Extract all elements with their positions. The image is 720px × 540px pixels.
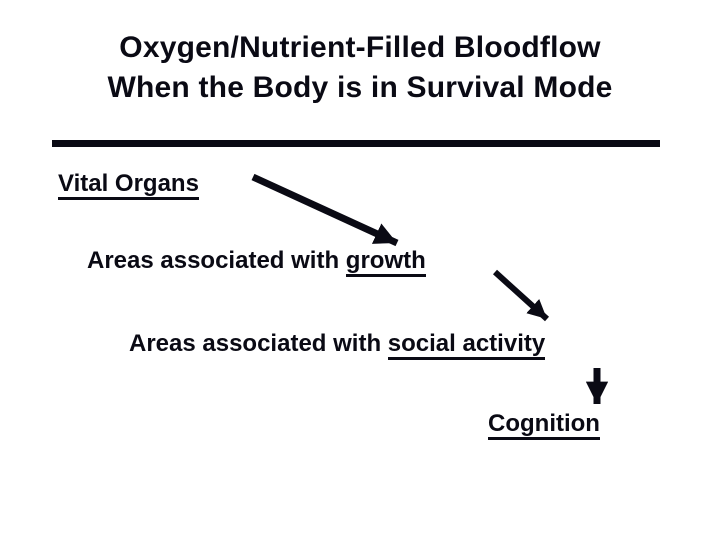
flow-item-underlined-text: social activity (387, 330, 546, 360)
flow-item-underlined-text: Cognition (488, 410, 600, 440)
title-line-1: Oxygen/Nutrient-Filled Bloodflow (119, 31, 601, 64)
flow-item-prefix: Areas associated with (129, 330, 388, 357)
flow-item-growth: Areas associated with growth (87, 247, 426, 277)
arrow-growth-to-social-activity (492, 269, 550, 322)
flow-item-underlined-text: Vital Organs (58, 170, 199, 200)
slide-title: Oxygen/Nutrient-Filled Bloodflow When th… (0, 28, 720, 108)
title-divider-rule (52, 140, 660, 147)
arrow-vital-organs-to-growth (251, 173, 399, 247)
title-line-2: When the Body is in Survival Mode (107, 71, 613, 104)
flow-item-prefix: Areas associated with (87, 247, 346, 274)
flow-item-social-activity: Areas associated with social activity (129, 330, 546, 360)
flow-item-cognition: Cognition (488, 410, 600, 440)
flow-item-underlined-text: growth (345, 247, 426, 277)
flow-item-vital-organs: Vital Organs (58, 170, 199, 200)
